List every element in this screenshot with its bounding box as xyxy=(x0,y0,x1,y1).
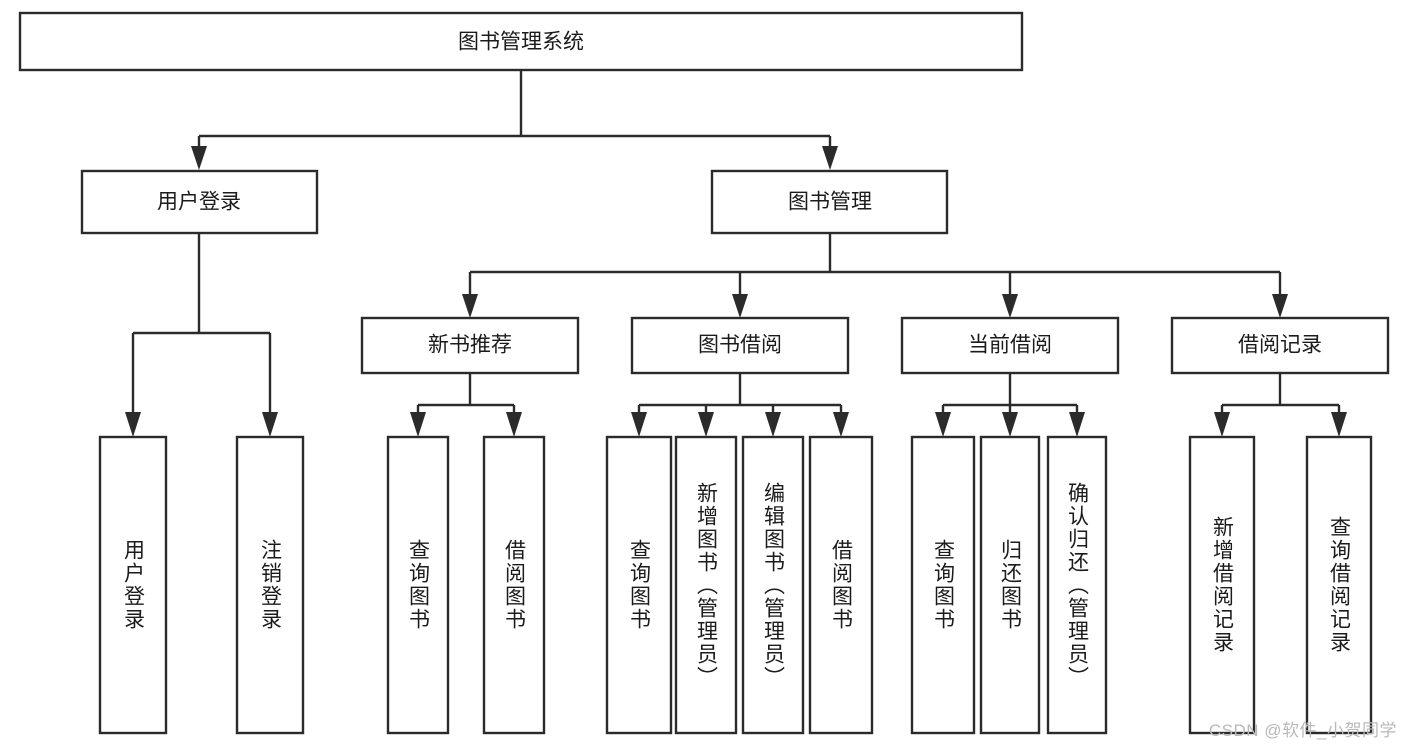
node-user-login[interactable]: 用户登录 xyxy=(80,169,319,235)
node-book-management-box[interactable] xyxy=(710,169,949,235)
watermark: CSDN @软件_小贺同学 xyxy=(1208,721,1397,740)
arrow-head-leaf-confirm-return xyxy=(1069,412,1085,437)
arrow-head-user-login xyxy=(191,146,207,170)
node-borrow-record-box[interactable] xyxy=(1170,316,1390,375)
node-book-borrow-box[interactable] xyxy=(630,316,850,375)
arrow-head-leaf-add-record xyxy=(1214,412,1230,437)
node-book-management[interactable]: 图书管理 xyxy=(710,169,949,235)
node-book-management-label: 图书管理 xyxy=(788,191,872,214)
leaf-box-user-logout[interactable] xyxy=(235,435,305,735)
connector-group-book-management xyxy=(462,233,1288,318)
node-book-borrow[interactable]: 图书借阅 xyxy=(630,316,850,375)
arrow-head-leaf-user-logout xyxy=(262,412,278,437)
node-root-box[interactable] xyxy=(18,11,1024,72)
leaf-box-query-record[interactable] xyxy=(1305,435,1373,735)
leaf-box-borrow-book-1[interactable] xyxy=(482,435,546,735)
arrow-head-leaf-query-book-1 xyxy=(410,412,426,437)
node-book-borrow-label: 图书借阅 xyxy=(698,334,782,357)
leaf-box-return-book[interactable] xyxy=(979,435,1041,735)
leaf-box-borrow-book-2[interactable] xyxy=(808,435,874,735)
node-borrow-record[interactable]: 借阅记录 xyxy=(1170,316,1390,375)
leaf-box-query-book-2[interactable] xyxy=(605,435,673,735)
node-user-login-box[interactable] xyxy=(80,169,319,235)
leaf-boxes xyxy=(98,435,1373,735)
arrow-head-leaf-query-book-3 xyxy=(935,412,951,437)
arrow-head-leaf-query-book-2 xyxy=(631,412,647,437)
arrow-head-leaf-borrow-book-2 xyxy=(833,412,849,437)
arrow-head-book-borrow xyxy=(732,294,748,318)
node-borrow-record-label: 借阅记录 xyxy=(1238,334,1322,357)
connector-group-user-login xyxy=(125,233,278,437)
leaf-box-confirm-return[interactable] xyxy=(1046,435,1108,735)
node-user-login-label: 用户登录 xyxy=(157,191,241,214)
connector-group-book-borrow xyxy=(631,373,849,437)
leaf-box-query-book-3[interactable] xyxy=(910,435,976,735)
leaf-box-user-login[interactable] xyxy=(98,435,168,735)
node-current-borrow-box[interactable] xyxy=(900,316,1120,375)
arrow-head-leaf-edit-book xyxy=(765,412,781,437)
leaf-box-add-record[interactable] xyxy=(1188,435,1256,735)
node-root[interactable]: 图书管理系统 xyxy=(18,11,1024,72)
arrow-head-current-borrow xyxy=(1002,294,1018,318)
arrow-head-leaf-add-book xyxy=(698,412,714,437)
node-new-book-recommend-label: 新书推荐 xyxy=(428,334,512,357)
arrow-head-leaf-return-book xyxy=(1002,412,1018,437)
node-current-borrow[interactable]: 当前借阅 xyxy=(900,316,1120,375)
node-new-book-recommend[interactable]: 新书推荐 xyxy=(360,316,580,375)
node-current-borrow-label: 当前借阅 xyxy=(968,334,1052,357)
connector-group-borrow-record xyxy=(1214,373,1347,437)
connector-group-root xyxy=(191,70,838,170)
arrow-head-leaf-query-record xyxy=(1331,412,1347,437)
node-new-book-recommend-box[interactable] xyxy=(360,316,580,375)
connector-group-current-borrow xyxy=(935,373,1085,437)
leaf-box-add-book[interactable] xyxy=(674,435,738,735)
arrow-head-borrow-record xyxy=(1272,294,1288,318)
connector-group-new-book-recommend xyxy=(410,373,522,437)
leaf-box-edit-book[interactable] xyxy=(741,435,805,735)
leaf-box-query-book-1[interactable] xyxy=(386,435,450,735)
arrow-head-new-book-recommend xyxy=(462,294,478,318)
arrow-head-leaf-user-login xyxy=(125,412,141,437)
node-root-label: 图书管理系统 xyxy=(458,31,584,54)
arrow-head-book-management xyxy=(822,146,838,170)
arrow-head-leaf-borrow-book-1 xyxy=(506,412,522,437)
